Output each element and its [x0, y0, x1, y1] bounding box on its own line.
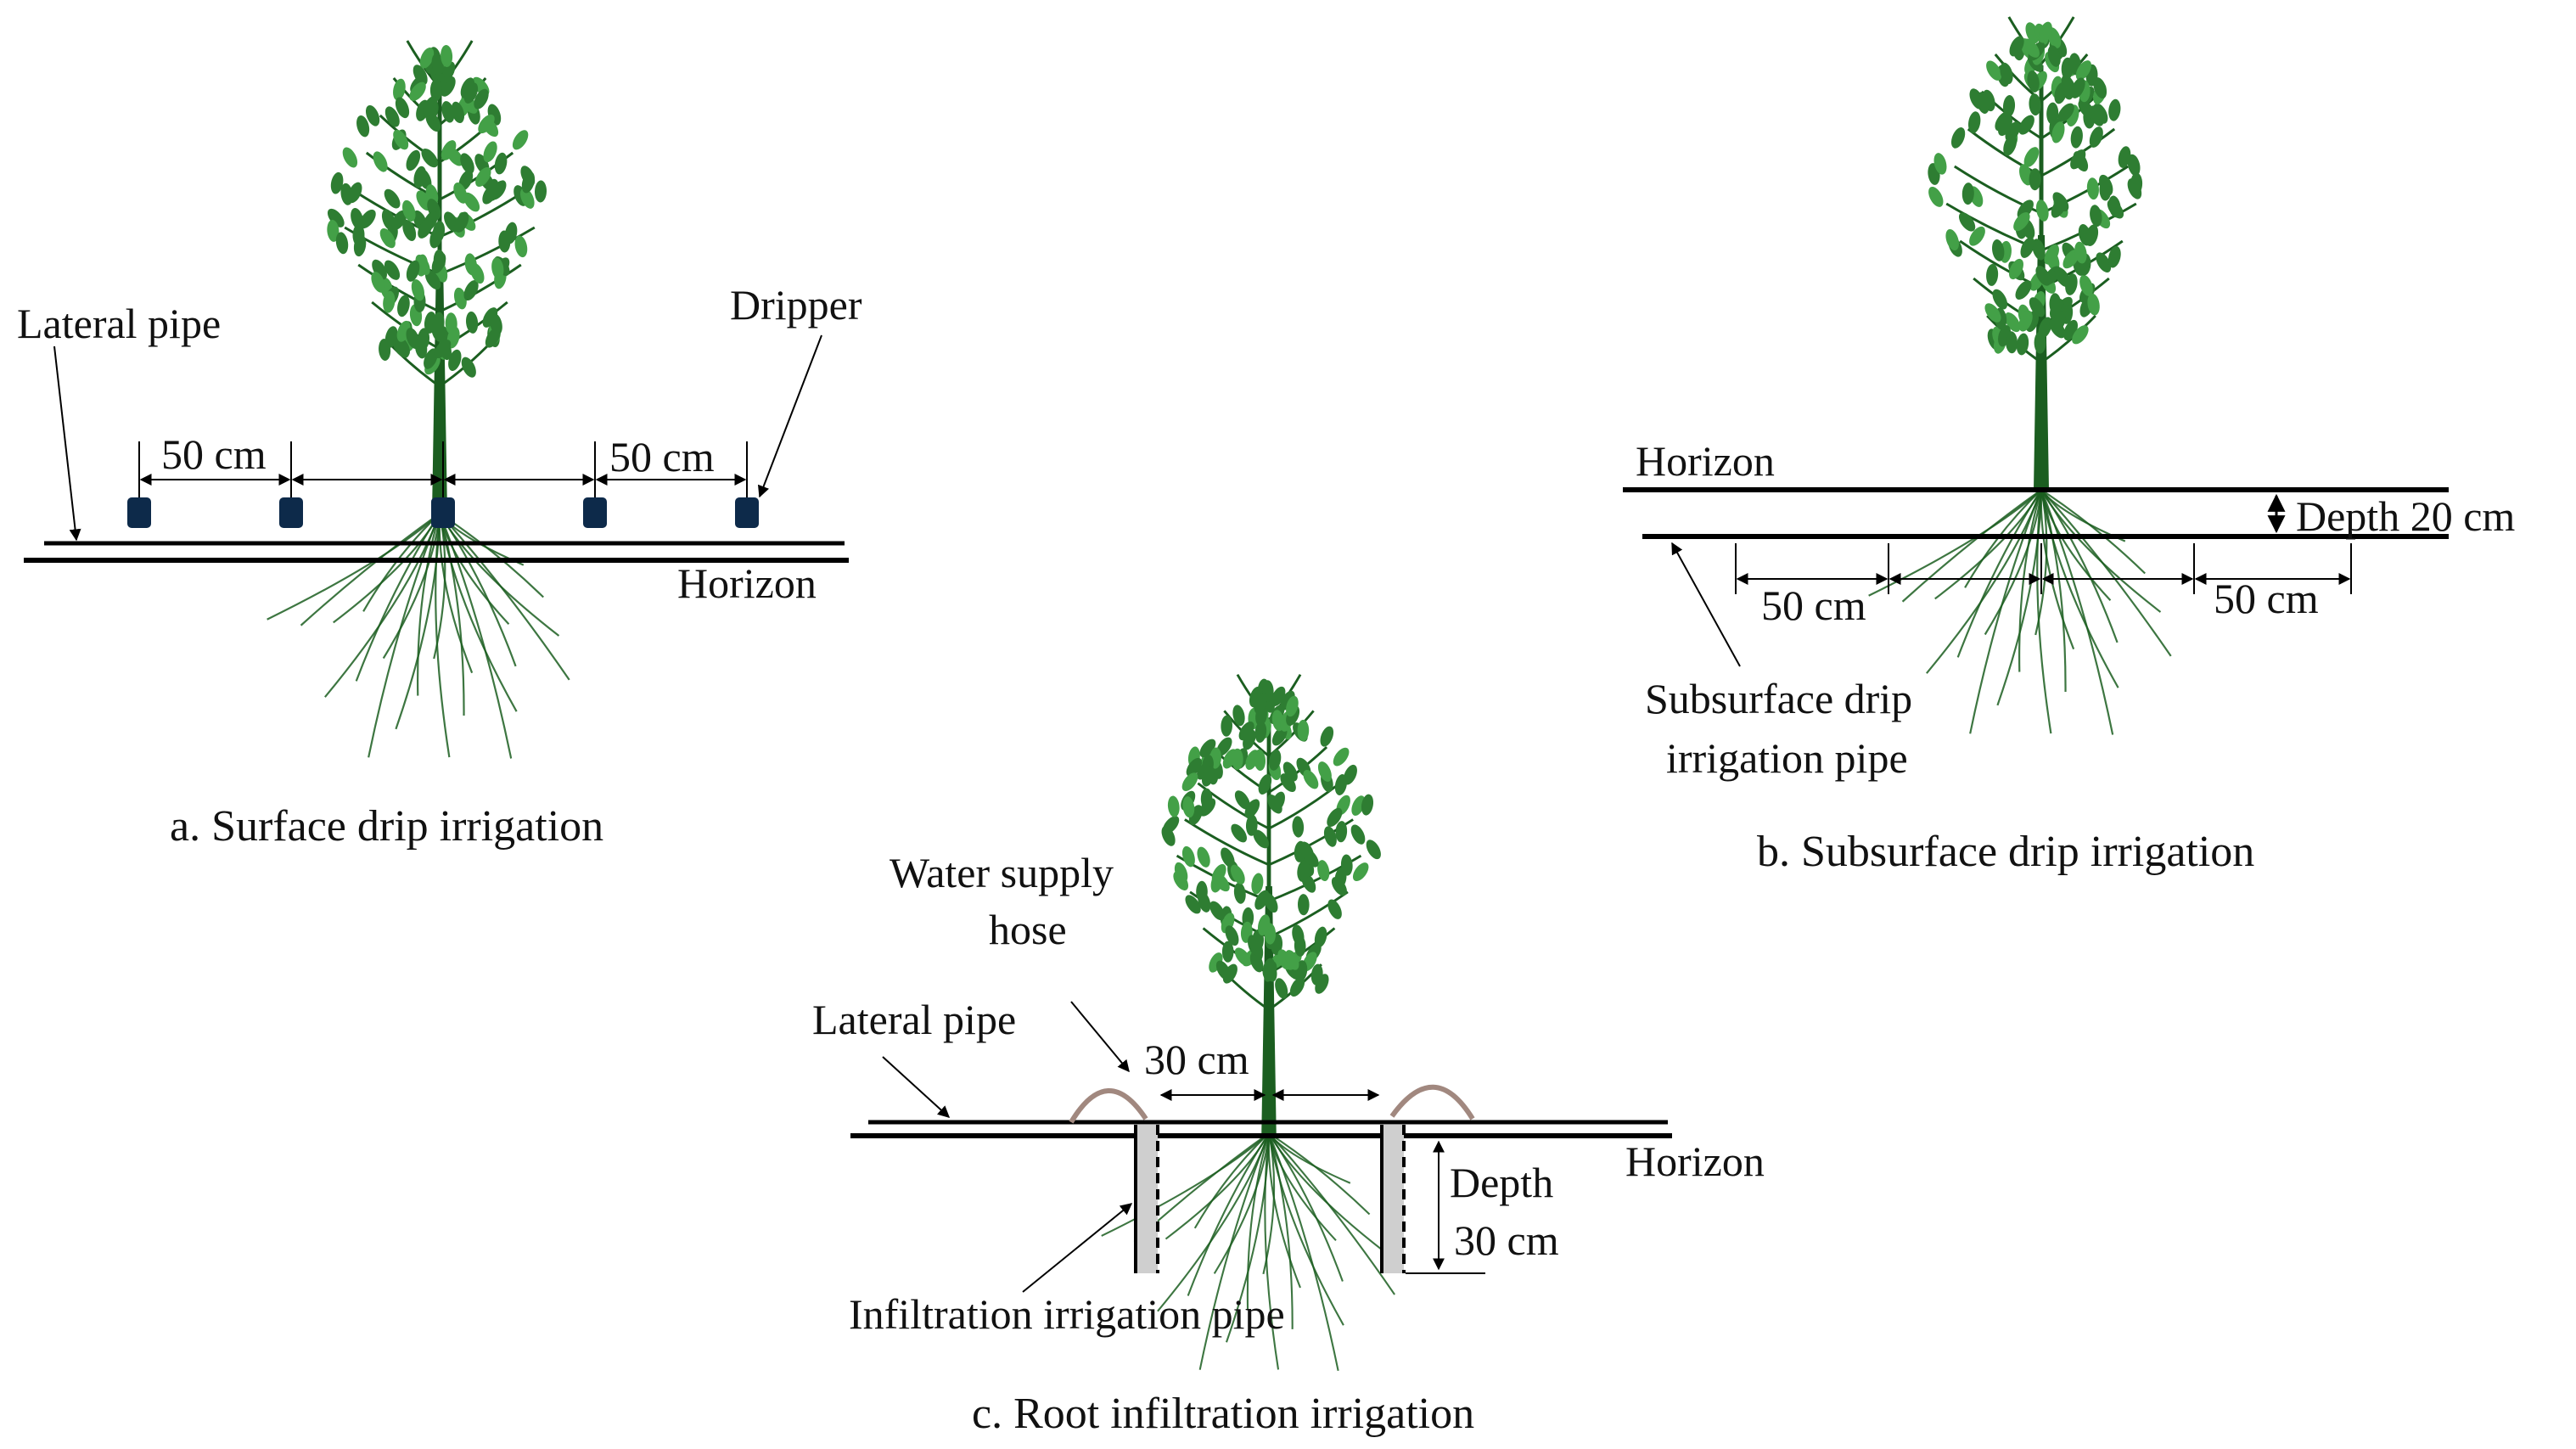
infiltration-pipe-label: Infiltration irrigation pipe — [849, 1290, 1285, 1338]
panel-caption: c. Root infiltration irrigation — [972, 1390, 1474, 1438]
water-supply-hose-left — [1069, 1088, 1148, 1124]
spacing-label-right: 50 cm — [2214, 575, 2319, 622]
depth-label: Depth 20 cm — [2296, 492, 2515, 540]
foliage-icon — [1928, 21, 2143, 356]
tree-illustration — [1868, 16, 2172, 735]
spacing-label-left: 50 cm — [1761, 581, 1866, 629]
dripper-icon — [583, 497, 607, 528]
tree-illustration — [267, 40, 570, 759]
panel-caption: b. Subsurface drip irrigation — [1757, 828, 2254, 876]
horizon-label: Horizon — [1636, 437, 1775, 485]
lateral-pipe-label: Lateral pipe — [17, 300, 221, 347]
subsurface-pipe-label-line2: irrigation pipe — [1666, 734, 1908, 782]
horizon-label: Horizon — [677, 559, 817, 607]
lateral-pipe-pointer — [53, 345, 81, 542]
dripper-icon — [279, 497, 303, 528]
subsurface-pipe-pointer — [1671, 542, 1741, 667]
depth-label-line1: Depth — [1450, 1159, 1553, 1206]
foliage-icon — [1161, 678, 1381, 999]
foliage-icon — [327, 45, 547, 378]
panel-surface-drip: 50 cm 50 cm Lateral pipe Dripper Horizon… — [17, 40, 862, 851]
dripper-icon — [431, 497, 455, 528]
water-supply-hose-right — [1389, 1084, 1475, 1120]
dripper-label: Dripper — [730, 281, 862, 329]
tree-illustration — [1101, 673, 1395, 1372]
roots-icon — [1868, 489, 2172, 735]
infiltration-pipe-left — [1134, 1125, 1159, 1273]
spacing-dimension-lines — [138, 441, 748, 497]
dripper-icon — [127, 497, 151, 528]
horizon-label: Horizon — [1625, 1137, 1765, 1185]
panel-subsurface-drip: Horizon Depth 20 cm 50 cm 50 cm Subsurfa… — [1623, 16, 2515, 876]
infiltration-pipe-pointer — [1022, 1203, 1133, 1293]
dripper-icon — [735, 497, 759, 528]
water-supply-hose-label-line1: Water supply — [890, 849, 1114, 896]
panel-caption: a. Surface drip irrigation — [170, 802, 603, 851]
hose-pointer — [1070, 1001, 1130, 1073]
dripper-pointer — [757, 334, 822, 498]
water-supply-hose-label-line2: hose — [989, 906, 1067, 953]
spacing-label-left: 50 cm — [161, 430, 267, 478]
spacing-dimension-lines — [1735, 543, 2352, 594]
lateral-pipe-pointer — [882, 1056, 951, 1118]
spacing-label-right: 50 cm — [609, 433, 715, 480]
subsurface-pipe-label-line1: Subsurface drip — [1645, 675, 1912, 722]
lateral-pipe-label: Lateral pipe — [812, 996, 1016, 1043]
depth-label-line2: 30 cm — [1454, 1216, 1559, 1264]
infiltration-pipe-right — [1380, 1125, 1406, 1273]
roots-icon — [267, 513, 570, 759]
panel-root-infiltration: 30 cm Water supply hose Lateral pipe Hor… — [812, 673, 1765, 1438]
spacing-label: 30 cm — [1144, 1036, 1249, 1083]
